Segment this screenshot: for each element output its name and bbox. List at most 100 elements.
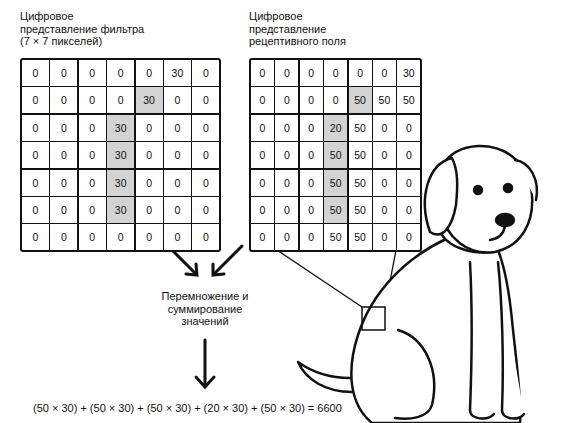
pixel-value: 30: [107, 115, 134, 141]
pixel-value: 0: [50, 142, 77, 168]
pixel-value: 0: [50, 197, 77, 223]
pixel-value: 0: [373, 170, 396, 196]
pixel-value: 50: [349, 224, 372, 250]
pixel-value: 0: [300, 115, 323, 141]
operation-label: Перемножение и суммирование значений: [152, 290, 258, 328]
grid-heading: Цифровое представление фильтра (7 × 7 пи…: [20, 10, 148, 48]
pixel-value: 0: [79, 142, 106, 168]
down-arrow: [204, 340, 207, 386]
pixel-value: 0: [22, 60, 49, 86]
pixel-value: 50: [397, 87, 420, 113]
dog-hind-leg: [395, 330, 434, 419]
pixel-value: 0: [192, 87, 219, 113]
pixel-value: 50: [324, 224, 347, 250]
pixel-value: 50: [349, 197, 372, 223]
pixel-value: 0: [397, 197, 420, 223]
pixel-value: 30: [164, 60, 191, 86]
pixel-value: 0: [192, 170, 219, 196]
pixel-value: 30: [107, 170, 134, 196]
pixel-value: 0: [397, 115, 420, 141]
pixel-value: 0: [251, 115, 274, 141]
dog-front-leg: [498, 262, 524, 419]
pixel-value: 0: [164, 142, 191, 168]
grid-heading: Цифровое представление рецептивного поля: [249, 10, 354, 48]
dog-eye: [474, 186, 482, 194]
pixel-value: 0: [79, 224, 106, 250]
pixel-value: 0: [164, 170, 191, 196]
pixel-value: 0: [275, 197, 298, 223]
pixel-value: 50: [349, 142, 372, 168]
pixel-value: 0: [136, 115, 163, 141]
pixel-value: 0: [397, 224, 420, 250]
pixel-value: 0: [79, 170, 106, 196]
dog-drawing: [298, 146, 537, 423]
pixel-value: 0: [107, 87, 134, 113]
pixel-value: 0: [22, 197, 49, 223]
pixel-value: 0: [251, 60, 274, 86]
pixel-value: 0: [50, 115, 77, 141]
pixel-value: 50: [373, 87, 396, 113]
grid-frame: 0000003000005050500002050000005050000005…: [249, 58, 422, 252]
pixel-value: 0: [300, 60, 323, 86]
dog-tail: [298, 362, 352, 392]
receptive-field-marker: [362, 307, 385, 330]
pixel-value: 50: [324, 170, 347, 196]
pixel-value: 50: [324, 197, 347, 223]
pixel-value: 0: [300, 170, 323, 196]
pixel-value: 0: [22, 115, 49, 141]
dog-body: [351, 238, 520, 423]
pixel-value: 0: [275, 87, 298, 113]
dog-nose: [496, 214, 514, 226]
pixel-value: 0: [22, 87, 49, 113]
dog-ear: [515, 160, 537, 200]
pixel-value: 0: [251, 224, 274, 250]
pixel-value: 0: [164, 224, 191, 250]
pixel-value: 0: [136, 142, 163, 168]
pixel-value: 0: [275, 60, 298, 86]
dog-ear: [425, 158, 457, 234]
pixel-value: 0: [50, 224, 77, 250]
pixel-value: 0: [164, 87, 191, 113]
pixel-value: 0: [251, 197, 274, 223]
pixel-value: 0: [300, 197, 323, 223]
pixel-value: 0: [300, 87, 323, 113]
pixel-value: 0: [50, 87, 77, 113]
pixel-value: 30: [397, 60, 420, 86]
pixel-value: 0: [22, 224, 49, 250]
pixel-value: 0: [192, 115, 219, 141]
pixel-value: 0: [79, 87, 106, 113]
pixel-value: 30: [107, 197, 134, 223]
pixel-value: 0: [79, 60, 106, 86]
pixel-value: 0: [251, 170, 274, 196]
pixel-value: 0: [324, 87, 347, 113]
grid-frame: 0000030000003000000300000003000000030000…: [20, 58, 221, 252]
pixel-value: 0: [136, 224, 163, 250]
pixel-value: 0: [192, 224, 219, 250]
pixel-value: 0: [136, 60, 163, 86]
pixel-value: 50: [349, 87, 372, 113]
pixel-value: 0: [136, 170, 163, 196]
pixel-value: 0: [373, 115, 396, 141]
pixel-value: 0: [324, 60, 347, 86]
pixel-value: 0: [79, 197, 106, 223]
pixel-value: 0: [107, 60, 134, 86]
pixel-value: 0: [22, 142, 49, 168]
pixel-value: 0: [251, 87, 274, 113]
pixel-value: 0: [275, 170, 298, 196]
equation-label: (50 × 30) + (50 × 30) + (50 × 30) + (20 …: [33, 402, 553, 415]
arrow-head: [213, 264, 224, 275]
pixel-value: 0: [397, 170, 420, 196]
pixel-value: 0: [373, 197, 396, 223]
pixel-value: 0: [136, 197, 163, 223]
pixel-value: 0: [373, 60, 396, 86]
dog-eye: [504, 184, 512, 192]
pixel-value: 50: [349, 170, 372, 196]
pixel-value: 0: [164, 197, 191, 223]
arrow-head: [186, 264, 197, 275]
pixel-value: 30: [107, 142, 134, 168]
pixel-value: 0: [22, 170, 49, 196]
dog-front-leg: [470, 262, 494, 419]
pixel-value: 0: [300, 142, 323, 168]
pixel-value: 0: [50, 60, 77, 86]
